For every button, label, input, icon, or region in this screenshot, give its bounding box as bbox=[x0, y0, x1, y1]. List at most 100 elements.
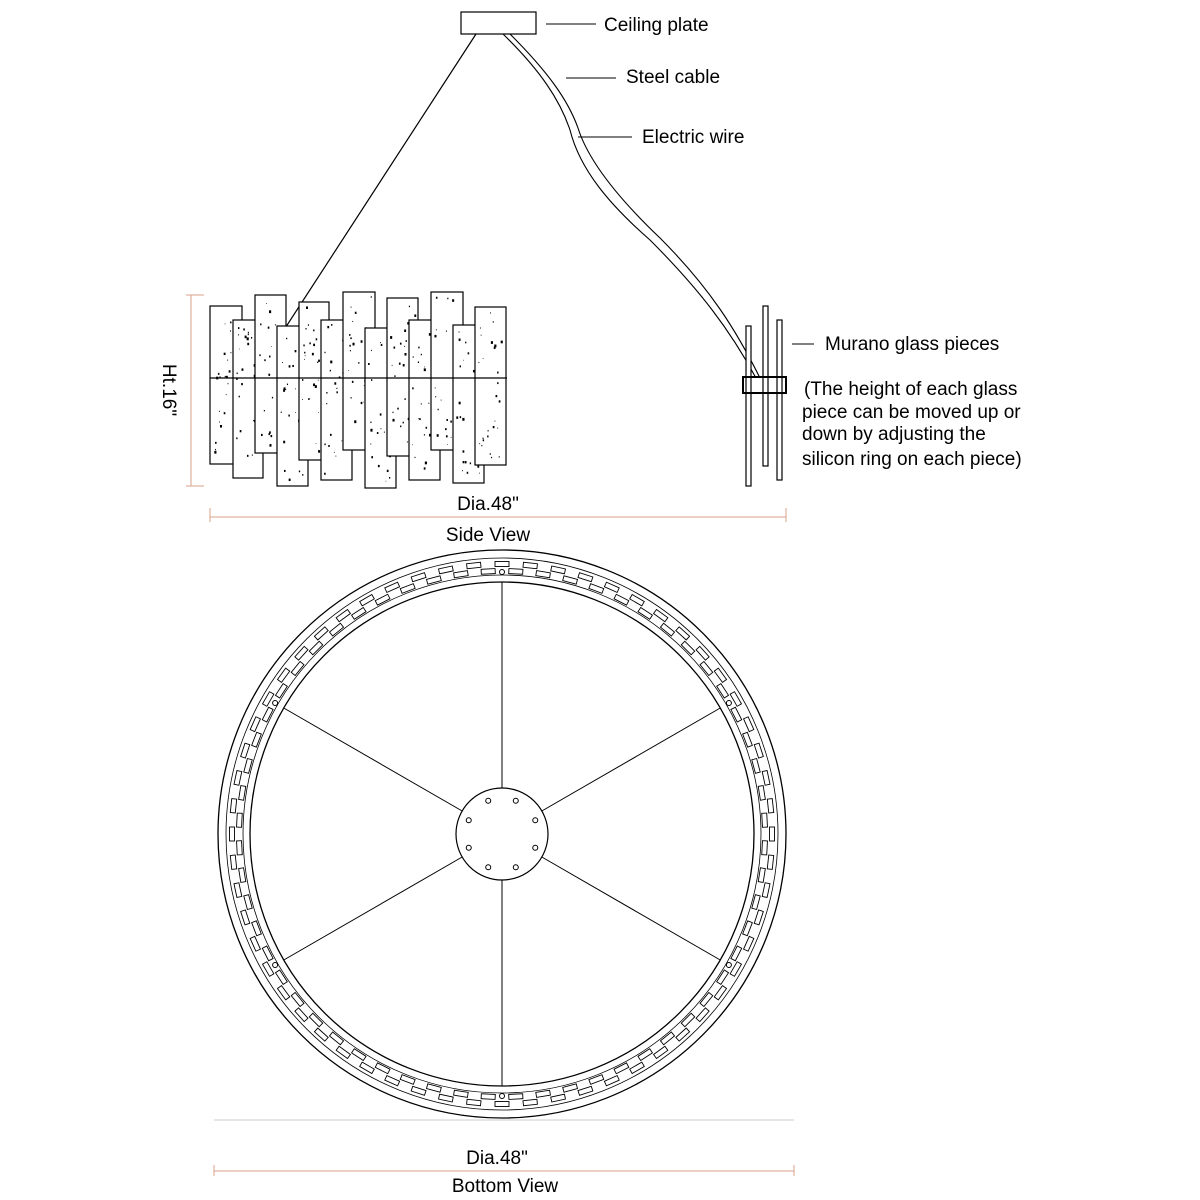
steel-cable-right bbox=[502, 33, 757, 379]
ring-glass-segment bbox=[233, 882, 243, 899]
ring-glass-segment bbox=[761, 812, 768, 828]
ring-glass-segment bbox=[751, 894, 761, 911]
ring-glass-segment bbox=[535, 570, 551, 579]
ring-glass-segment bbox=[550, 1093, 567, 1103]
ring-glass-segment bbox=[290, 991, 305, 1008]
ring-glass-segment bbox=[243, 894, 253, 911]
hub-hole bbox=[532, 844, 539, 851]
ring-glass-segment bbox=[753, 909, 764, 926]
hanging-spokes bbox=[272, 569, 732, 1099]
ring-glass-segment bbox=[613, 593, 630, 606]
bottom-diameter-label: Dia.48" bbox=[466, 1148, 528, 1169]
ring-glass-segment bbox=[276, 984, 291, 1001]
glass-panel bbox=[474, 306, 507, 466]
ring-glass-segment bbox=[236, 812, 243, 828]
ring-glass-segment bbox=[494, 1101, 510, 1107]
ring-glass-segment bbox=[350, 1048, 367, 1062]
ring-glass-segment bbox=[508, 568, 524, 575]
ring-glass-segment bbox=[290, 660, 305, 677]
ring-glass-segment bbox=[577, 1085, 594, 1096]
ring-glass-segment bbox=[425, 1083, 442, 1093]
ring-glass-segment bbox=[350, 606, 367, 620]
spoke-anchor bbox=[499, 1093, 505, 1099]
steel-cable-label: Steel cable bbox=[626, 67, 720, 88]
ring-glass-segment bbox=[675, 626, 691, 641]
ring-glass-segment bbox=[240, 909, 251, 926]
side-diameter-dimension bbox=[209, 508, 787, 522]
ring-glass-segment bbox=[480, 568, 496, 575]
electric-wire bbox=[509, 33, 761, 379]
ring-glass-segment bbox=[240, 742, 251, 759]
ceiling-plate bbox=[460, 11, 537, 35]
hub-hole bbox=[465, 817, 472, 824]
ring-glass-segment bbox=[243, 757, 253, 774]
ring-glass-segments bbox=[229, 561, 775, 1107]
ring-glass-segment bbox=[328, 1031, 345, 1046]
ring-glass-segment bbox=[757, 785, 766, 801]
ring-glass-segment bbox=[751, 757, 761, 774]
ring-glass-segment bbox=[384, 581, 401, 594]
ring-glass-segment bbox=[699, 991, 714, 1008]
ring-glass-segment bbox=[729, 961, 743, 977]
outer-ring-inner-edge bbox=[225, 557, 779, 1111]
note-line-4: silicon ring on each piece) bbox=[802, 449, 1022, 470]
ring-glass-segment bbox=[637, 1048, 654, 1062]
ring-glass-segment bbox=[695, 1007, 710, 1023]
spoke-anchor bbox=[725, 700, 732, 706]
ring-glass-segment bbox=[508, 1093, 524, 1100]
ring-glass-segment bbox=[730, 706, 743, 723]
spoke-anchor bbox=[272, 962, 279, 968]
ring-glass-segment bbox=[742, 935, 755, 952]
ring-glass-segment bbox=[766, 798, 775, 814]
murano-label: Murano glass pieces bbox=[825, 334, 999, 355]
ring-glass-segment bbox=[466, 1098, 482, 1107]
ring-glass-segment bbox=[742, 731, 753, 748]
silicon-ring bbox=[742, 376, 787, 394]
spoke-anchor bbox=[272, 700, 279, 706]
ring-glass-segment bbox=[313, 626, 329, 641]
hub-hole bbox=[465, 844, 472, 851]
ring-glass-segment bbox=[384, 1074, 401, 1087]
ring-glass-segment bbox=[261, 945, 274, 962]
ring-glass-segment bbox=[761, 769, 771, 786]
ring-glass-segment bbox=[374, 593, 391, 606]
hub-hole bbox=[485, 864, 492, 871]
ring-glass-segment bbox=[652, 608, 669, 623]
ring-glass-segment bbox=[328, 622, 345, 637]
height-label: Ht.16" bbox=[158, 364, 179, 416]
ring-glass-segment bbox=[229, 826, 235, 842]
ring-glass-segment bbox=[335, 608, 352, 623]
ring-glass-segment bbox=[308, 1012, 324, 1028]
ring-glass-segment bbox=[522, 1098, 538, 1107]
ring-glass-segment bbox=[425, 575, 442, 585]
ring-glass-segment bbox=[603, 581, 620, 594]
hub-screw-holes bbox=[465, 797, 539, 871]
hub-hole bbox=[485, 797, 492, 804]
ring-glass-segment bbox=[313, 1027, 329, 1042]
hub-hole bbox=[532, 817, 539, 824]
ring-glass-segment bbox=[713, 984, 728, 1001]
spoke bbox=[283, 707, 463, 812]
ring-glass-segment bbox=[251, 731, 262, 748]
ring-glass-segment bbox=[562, 1083, 579, 1093]
ring-glass-segment bbox=[680, 640, 696, 656]
side-view-title: Side View bbox=[446, 525, 530, 546]
ring-glass-segment bbox=[680, 1012, 696, 1028]
center-hub bbox=[455, 787, 549, 881]
ring-glass-segment bbox=[261, 691, 275, 707]
ring-glass-segment bbox=[274, 682, 288, 699]
ring-glass-segment bbox=[274, 969, 288, 986]
ring-glass-segment bbox=[588, 1074, 605, 1085]
ring-glass-segment bbox=[753, 742, 764, 759]
ring-glass-segment bbox=[730, 945, 743, 962]
ring-glass-segment bbox=[613, 1062, 630, 1075]
ring-glass-segment bbox=[550, 565, 567, 575]
spoke bbox=[541, 707, 721, 812]
ring-glass-segment bbox=[359, 1061, 375, 1075]
ring-glass-segment bbox=[437, 1093, 454, 1103]
bottom-view-title: Bottom View bbox=[452, 1176, 559, 1197]
bottom-view: Dia.48" Bottom View bbox=[213, 549, 795, 1197]
ring-glass-segment bbox=[742, 920, 753, 937]
ring-glass-segment bbox=[535, 1089, 551, 1098]
ring-glass-segment bbox=[251, 920, 262, 937]
